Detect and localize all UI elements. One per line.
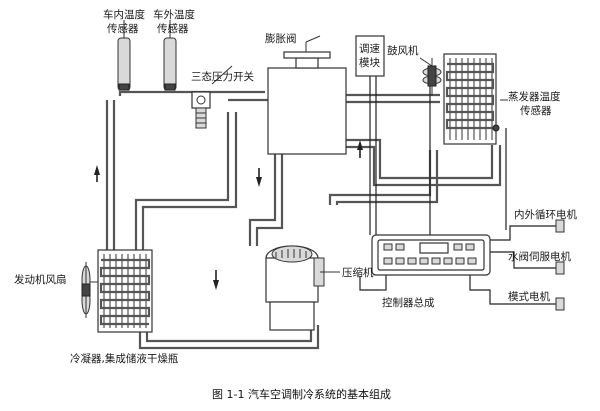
triple-pressure-switch-label: 三态压力开关	[191, 70, 254, 83]
expansion-valve-label: 膨胀阀	[265, 32, 297, 45]
compressor	[265, 245, 325, 331]
refrigerant-pipes	[105, 90, 502, 350]
blower-motor-label: 鼓风机	[387, 44, 419, 57]
mode-motor	[555, 297, 565, 311]
evaporator-temp-sensor-label-line1: 蒸发器温度	[508, 90, 561, 103]
arrow-up-right	[357, 140, 363, 150]
mode-motor-label: 模式电机	[508, 290, 550, 303]
flow-arrows	[94, 140, 363, 290]
figure-caption: 图 1-1 汽车空调制冷系统的基本组成	[212, 387, 391, 401]
controller-assembly	[371, 234, 491, 276]
evaporator	[443, 53, 500, 145]
condenser-label: 冷凝器,集成储液干燥瓶	[70, 352, 179, 365]
water-valve-servo-motor	[555, 261, 565, 275]
exterior-temp-sensor-label-line2: 传感器	[157, 22, 189, 35]
interior-temp-sensor-label-line1: 车内温度	[103, 8, 145, 21]
leader-lines	[90, 35, 508, 291]
arrow-down-mid	[213, 280, 219, 290]
exterior-temp-sensor	[163, 20, 177, 91]
engine-fan-label: 发动机风扇	[14, 273, 67, 286]
interior-temp-sensor	[117, 20, 131, 91]
engine-fan	[81, 262, 91, 318]
exterior-temp-sensor-label-line1: 车外温度	[153, 8, 195, 21]
speed-module-label-line1: 调速	[359, 43, 380, 55]
arrow-down-center	[256, 177, 262, 187]
arrow-up-left	[94, 165, 100, 175]
inner-outer-circulation-motor	[555, 219, 565, 233]
condenser	[97, 249, 153, 333]
control-wires	[359, 68, 556, 305]
inner-outer-circulation-motor-label: 内外循环电机	[514, 208, 577, 221]
speed-module	[355, 35, 385, 77]
speed-module-label-line2: 模块	[359, 57, 380, 69]
interior-temp-sensor-label-line2: 传感器	[107, 22, 139, 35]
evaporator-temp-sensor-label-line2: 传感器	[520, 104, 552, 117]
blower-motor	[422, 58, 442, 96]
triple-pressure-switch	[191, 65, 233, 129]
expansion-valve	[267, 42, 347, 155]
compressor-label: 压缩机	[342, 266, 374, 279]
water-valve-servo-motor-label: 水阀伺服电机	[508, 250, 571, 263]
controller-assembly-label: 控制器总成	[382, 296, 435, 309]
